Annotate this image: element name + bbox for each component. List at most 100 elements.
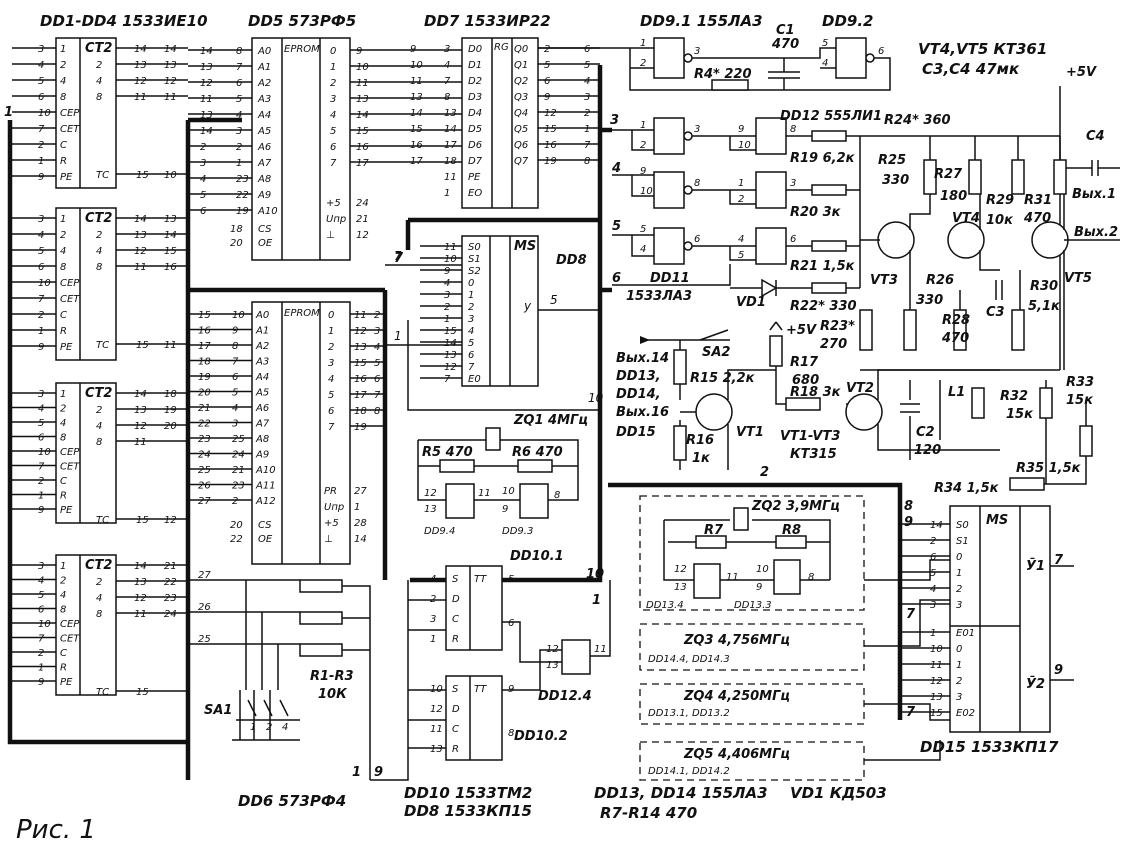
osc-r7: R7: [704, 523, 724, 538]
dd5-pins: A0814A1713A2612A3511A4413A5314A622A713A8…: [188, 46, 462, 249]
dd6-address-pin: 7: [232, 357, 239, 368]
r26-val: 330: [916, 293, 943, 308]
dd5-control-label: Uпр: [326, 214, 346, 225]
dd5-eprom: EPROM: [251, 37, 351, 261]
counter-pin-number: 1: [38, 663, 44, 674]
counter-pin-number: 7: [38, 124, 45, 135]
counter-output-label: 8: [96, 609, 102, 620]
dd6-control-label: PR: [324, 486, 337, 497]
counter-input-label: R: [60, 663, 67, 674]
dd5-bus-number: 13: [200, 110, 213, 121]
counter-input-label: C: [60, 310, 67, 321]
counter-bus-number: 14: [164, 230, 177, 241]
dd9-pin-number: 5: [822, 38, 828, 49]
vt-type2: КТ315: [790, 447, 837, 462]
counter-pin-number: 3: [38, 44, 44, 55]
dd9-oscillator: [538, 37, 891, 91]
dd7-output-pin: 2: [544, 44, 550, 55]
dd7-output-label: Q1: [514, 60, 528, 71]
dd5-address-pin: 7: [236, 62, 243, 73]
dd5-bus-number: 12: [200, 78, 213, 89]
zq1-dd-left: DD9.4: [424, 526, 455, 537]
zq4: ZQ4 4,250МГц: [683, 689, 790, 704]
counter-pin-number: 1: [38, 491, 44, 502]
dd11-pin-number: 6: [694, 234, 700, 245]
counter-bus-number: 12: [164, 76, 177, 87]
dd10-input-label: C: [452, 724, 459, 735]
r23: R23*: [820, 319, 855, 334]
zq4-dd: DD13.1, DD13.2: [648, 708, 730, 719]
dd5-address-pin: 6: [236, 78, 242, 89]
legend-line1: DD10 1533ТМ2: [404, 784, 532, 802]
dd15-output-pin: 7: [1054, 553, 1064, 568]
dd8-input-label: 1: [468, 290, 474, 301]
counter-tc-label: TC: [96, 170, 109, 181]
counter-bus-number: 22: [164, 577, 177, 588]
r24: R24* 360: [884, 113, 951, 128]
dd8-input-label: 6: [468, 350, 474, 361]
dd6-bus-number: 21: [198, 403, 211, 414]
dd5-address-label: A0: [257, 46, 271, 57]
dd6-address-label: A6: [255, 403, 269, 414]
dd10-input-label: R: [452, 634, 459, 645]
dd6-address-pin: 8: [232, 341, 238, 352]
dd15-mux: MS: [949, 505, 1051, 733]
counter-tc-bus: 10: [164, 170, 177, 181]
dd6-control-pin: 27: [354, 486, 367, 497]
dd6-bus-number: 7: [374, 390, 381, 401]
counter-pin-number: 2: [38, 310, 44, 321]
dd5-data-label: 5: [330, 126, 336, 137]
osc-r8: R8: [782, 523, 801, 538]
counter-pin-number: 9: [38, 505, 44, 516]
counter-input-label: 2: [60, 230, 66, 241]
dd8-input-pin: 4: [444, 278, 450, 289]
c2-val: 120: [914, 443, 941, 458]
dd8-extra-pin: 10: [588, 391, 604, 405]
dd8-title: DD8: [556, 253, 587, 268]
dd6-bus-number: 8: [374, 406, 380, 417]
dd8-input-pin: 15: [444, 326, 457, 337]
dd13-4: DD13.4: [646, 600, 684, 611]
counter-output-pin: 14: [134, 389, 147, 400]
counter-input-label: PE: [60, 342, 73, 353]
dd12-4: DD12.4: [538, 689, 592, 704]
dd7-input-label: D2: [468, 76, 482, 87]
dd6-address-label: A7: [255, 419, 270, 430]
counter-input-label: CET: [60, 124, 80, 135]
dd6-data-label: 6: [328, 406, 334, 417]
dd15-input-pin: 11: [930, 660, 943, 671]
dd10-title2: DD10.2: [514, 729, 568, 744]
dd7-input-pin: 1: [444, 188, 450, 199]
dd8-input-label: 2: [468, 302, 474, 313]
dd10-flipflops: [370, 565, 611, 781]
dd15-input-label: 3: [956, 600, 962, 611]
vt4: VT4: [952, 211, 980, 226]
dd15-input-label: 0: [956, 644, 962, 655]
dd7-bus-number: 11: [410, 76, 423, 87]
counter-tc-label: TC: [96, 687, 109, 698]
dd6-address-pin: 25: [232, 434, 245, 445]
r26: R26: [926, 273, 954, 288]
dd9-r4: R4* 220: [694, 67, 752, 82]
counter-pin-number: 9: [38, 342, 44, 353]
dd7-input-pin: 14: [444, 124, 457, 135]
dd5-address-pin: 19: [236, 206, 249, 217]
counter-pin-number: 3: [38, 214, 44, 225]
osc-pin-number: 13: [674, 582, 687, 593]
dd10-input-label: R: [452, 744, 459, 755]
counter-pin-number: 4: [38, 60, 44, 71]
misc-pin: 1: [4, 105, 13, 120]
counter-pin-number: 3: [38, 561, 44, 572]
dd12-pin-number: 6: [790, 234, 796, 245]
dd7-bus-number: 9: [410, 44, 416, 55]
counter-input-label: 8: [60, 92, 66, 103]
dd8-input-label: S2: [468, 266, 481, 277]
counter-output-pin: 11: [134, 92, 147, 103]
dd12-pin-number: 10: [738, 140, 751, 151]
dd7-output-label: Q2: [514, 76, 528, 87]
dd5-address-pin: 1: [236, 158, 242, 169]
dd8-input-pin: 1: [444, 314, 450, 325]
zq1-pin-number: 12: [424, 488, 437, 499]
dd5-data-label: 7: [330, 158, 337, 169]
